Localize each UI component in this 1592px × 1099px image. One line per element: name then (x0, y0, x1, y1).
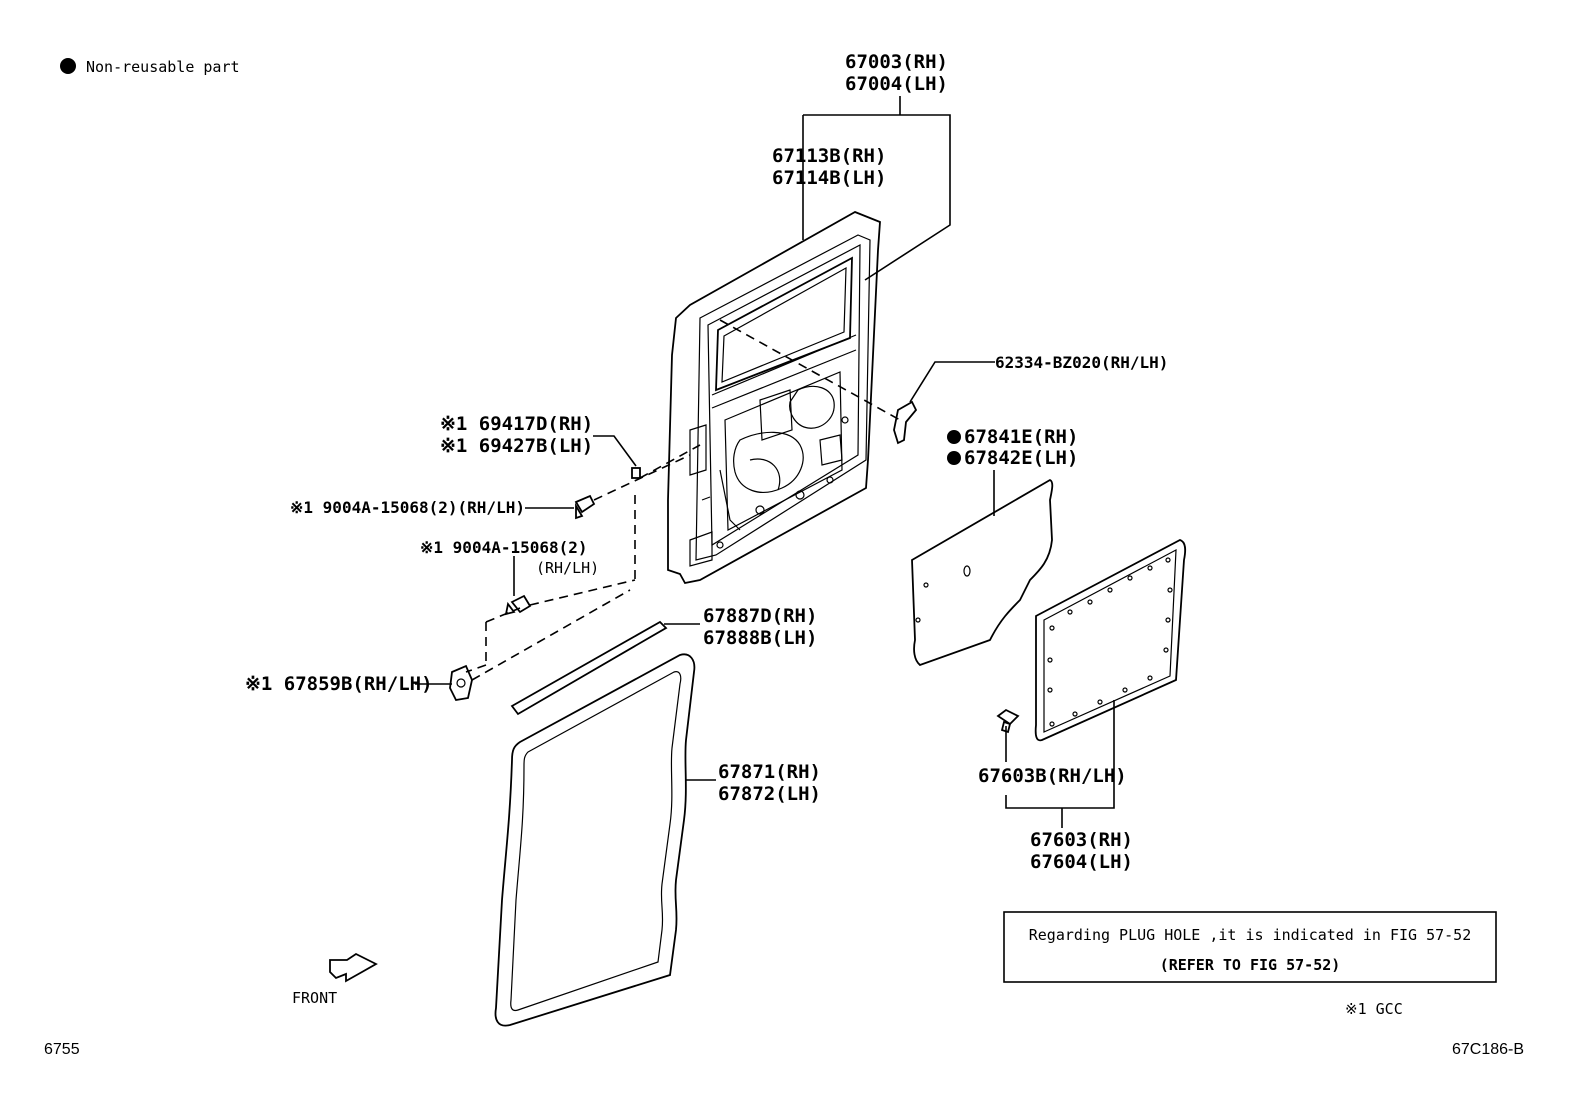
callout-9004a-mid-line1: ※1 9004A-15068(2) (420, 538, 588, 557)
callout-67003-line1: 67003(RH) (845, 51, 948, 73)
callout-67871-line2: 67872(LH) (718, 783, 821, 805)
clip-67603b: 67603B(RH/LH) (978, 708, 1127, 787)
figure-code: 67C186-B (1452, 1041, 1524, 1058)
rear-door-panel (667, 211, 881, 585)
clip-62334: 62334-BZ020(RH/LH) (719, 319, 1168, 445)
callout-67887-line2: 67888B(LH) (703, 627, 817, 649)
callout-67841-line1: 67841E(RH) (964, 426, 1078, 448)
callout-67603b-line1: 67603B(RH/LH) (978, 765, 1127, 787)
screw-9004a-top: ※1 9004A-15068(2)(RH/LH) (290, 454, 691, 520)
callout-67841-line2: 67842E(LH) (964, 447, 1078, 469)
bolt-69417d: ※1 69417D(RH) ※1 69427B(LH) (440, 413, 701, 479)
front-label: FRONT (292, 989, 337, 1007)
callout-62334-line1: 62334-BZ020(RH/LH) (995, 353, 1168, 372)
non-reusable-bullet-icon (947, 451, 961, 465)
callout-67603-line2: 67604(LH) (1030, 851, 1133, 873)
gcc-note: ※1 GCC (1345, 1000, 1403, 1018)
trim-board-67603: 67603(RH) 67604(LH) (1005, 539, 1187, 873)
bracket-67859b: ※1 67859B(RH/LH) (245, 589, 631, 701)
callout-69417-line2: ※1 69427B(LH) (440, 435, 593, 457)
legend: Non-reusable part (60, 58, 240, 76)
trim-board-clip-holes (1047, 557, 1173, 727)
figure-number: 6755 (44, 1041, 80, 1058)
callout-67859-line1: ※1 67859B(RH/LH) (245, 673, 433, 695)
plug-hole-note-line2: (REFER TO FIG 57-52) (1160, 956, 1341, 974)
legend-text: Non-reusable part (86, 58, 240, 76)
non-reusable-bullet-icon (947, 430, 961, 444)
front-arrow: FRONT (292, 952, 378, 1007)
callout-9004a-mid-line2: (RH/LH) (536, 559, 599, 577)
non-reusable-bullet-icon (60, 58, 76, 74)
callout-67113b-line1: 67113B(RH) (772, 145, 886, 167)
callout-69417-line1: ※1 69417D(RH) (440, 413, 593, 435)
callout-67887-line1: 67887D(RH) (703, 605, 817, 627)
callout-9004a-top-line1: ※1 9004A-15068(2)(RH/LH) (290, 498, 525, 517)
callout-67003-line2: 67004(LH) (845, 73, 948, 95)
sheet-67841e: 67841E(RH) 67842E(LH) (911, 426, 1078, 667)
plug-hole-note-line1: Regarding PLUG HOLE ,it is indicated in … (1029, 926, 1472, 944)
front-arrow-icon (329, 952, 378, 983)
strip-67887d: 67887D(RH) 67888B(LH) (510, 605, 817, 716)
callout-67603-line1: 67603(RH) (1030, 829, 1133, 851)
callout-67113b: 67113B(RH) 67114B(LH) (772, 115, 886, 240)
callout-67113b-line2: 67114B(LH) (772, 167, 886, 189)
callout-67003: 67003(RH) 67004(LH) (803, 51, 951, 281)
plug-hole-note: Regarding PLUG HOLE ,it is indicated in … (1003, 911, 1497, 983)
screw-9004a-mid: ※1 9004A-15068(2) (RH/LH) (420, 495, 636, 616)
weatherstrip-67871: 67871(RH) 67872(LH) (494, 653, 821, 1027)
callout-67871-line1: 67871(RH) (718, 761, 821, 783)
